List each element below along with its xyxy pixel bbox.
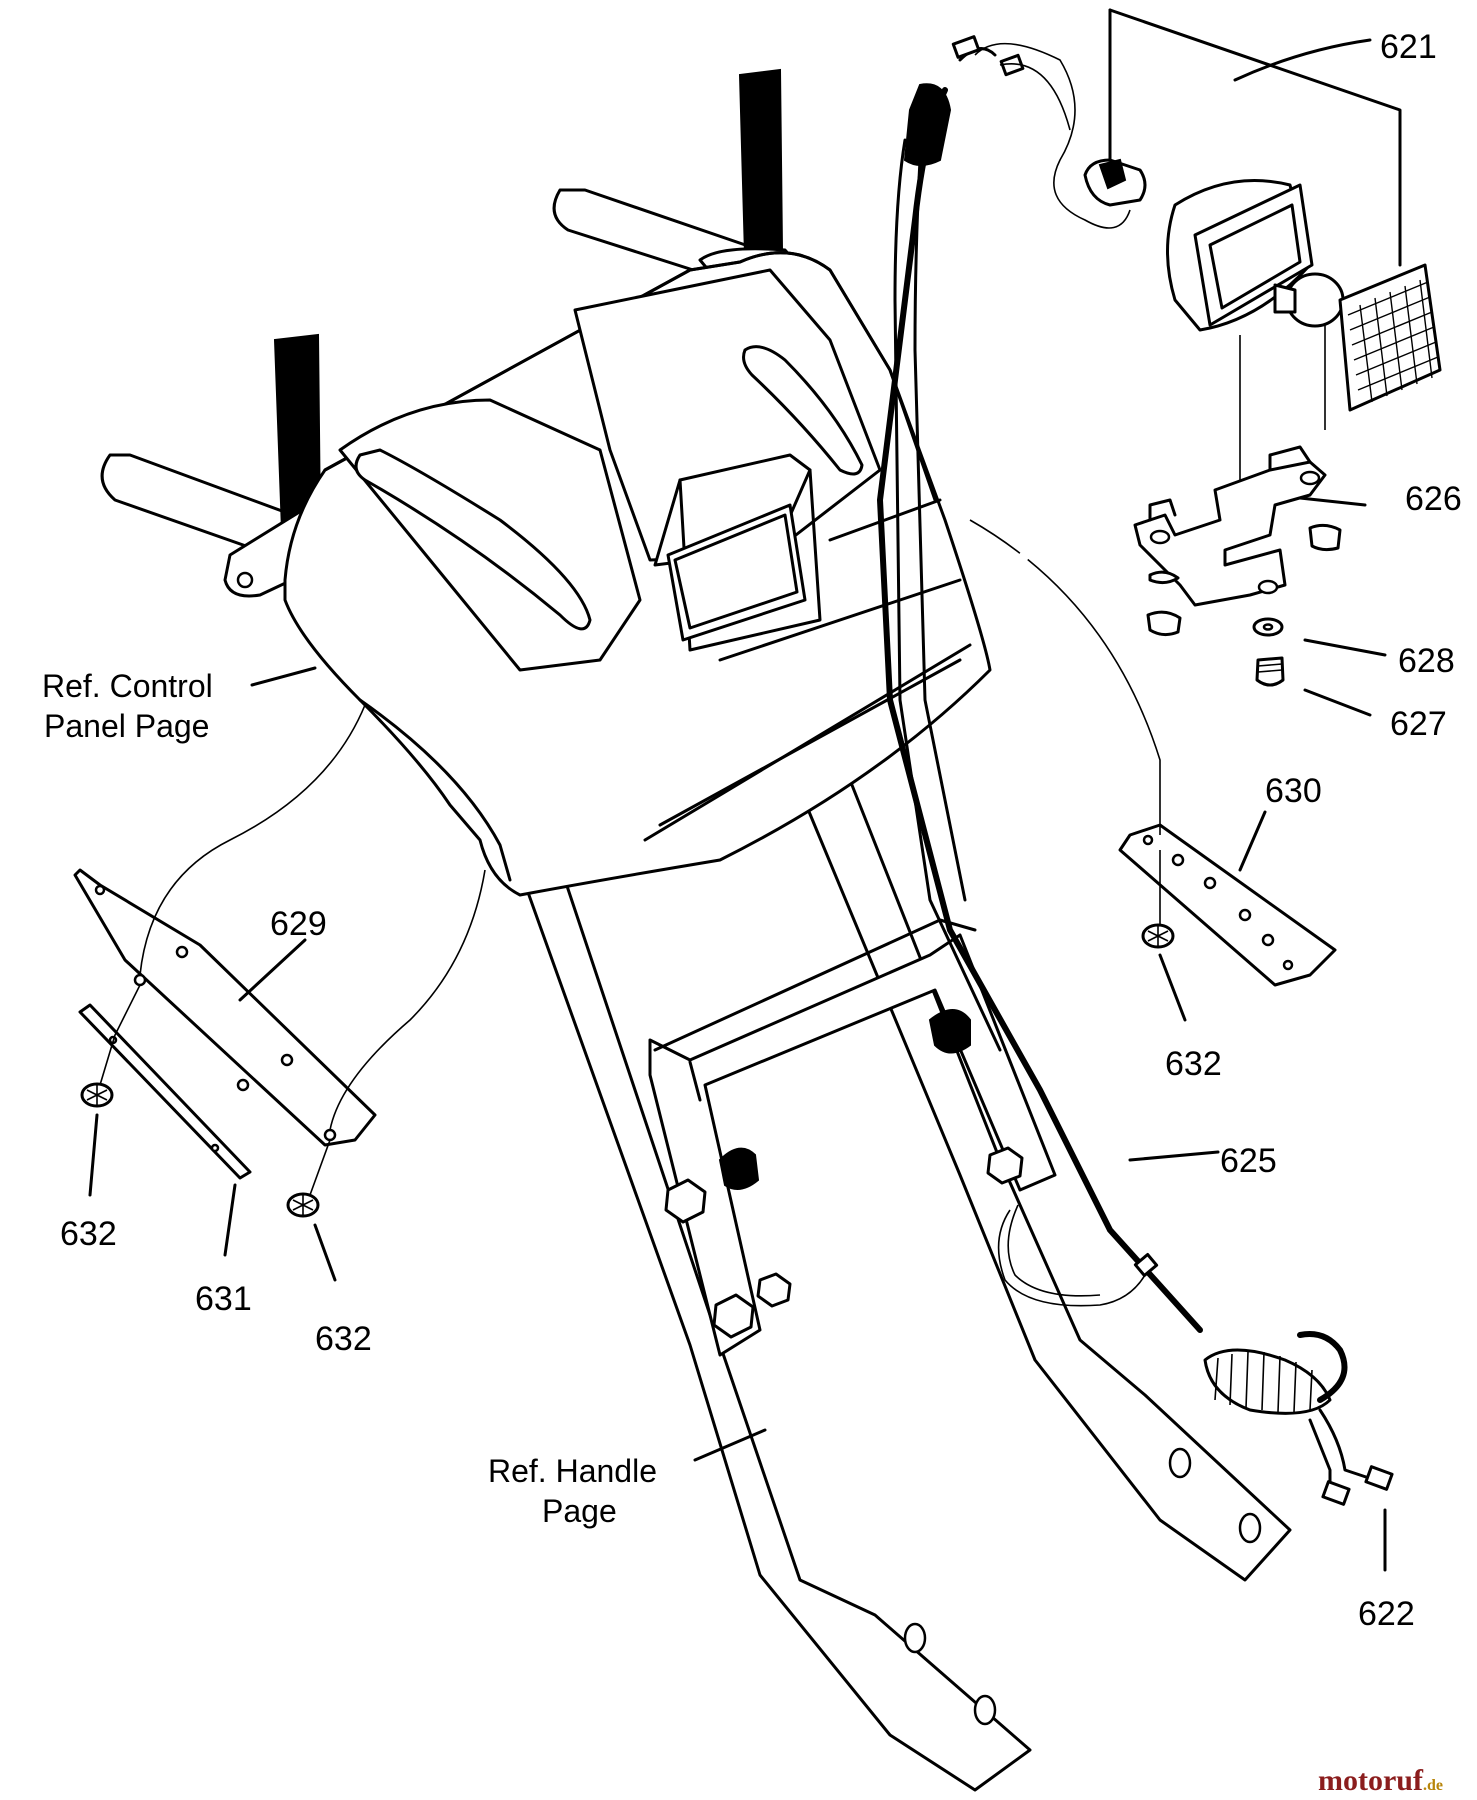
callout-630: 630 (1265, 772, 1322, 810)
callout-632-left: 632 (60, 1215, 117, 1253)
callout-622: 622 (1358, 1595, 1415, 1633)
light-bracket (1133, 445, 1342, 687)
callout-632-bottom: 632 (315, 1320, 372, 1358)
bolt-set (664, 1146, 1024, 1339)
headlight-assembly (1083, 8, 1442, 485)
callout-629: 629 (270, 905, 327, 943)
push-nuts-632 (80, 923, 1175, 1218)
ref-handle-line1: Ref. Handle (488, 1453, 657, 1489)
watermark-logo: motoruf.de (1318, 1764, 1443, 1797)
control-panel-housing (283, 251, 992, 897)
left-plate-629 (73, 868, 377, 1180)
frame-knob (718, 1009, 971, 1190)
watermark-brand: motoruf (1318, 1764, 1424, 1797)
callout-631: 631 (195, 1280, 252, 1318)
ref-handle-line2: Page (542, 1493, 617, 1529)
callout-627: 627 (1390, 705, 1447, 743)
right-plate-630 (1118, 823, 1337, 987)
svg-text:motoruf.de: motoruf.de (1318, 1764, 1443, 1797)
watermark-tld: .de (1423, 1777, 1443, 1794)
ref-control-panel-line2: Panel Page (44, 708, 209, 744)
leader-lines (88, 496, 1387, 1572)
callout-621: 621 (1380, 28, 1437, 66)
callout-626: 626 (1405, 480, 1462, 518)
callout-632-right: 632 (1165, 1045, 1222, 1083)
ref-control-panel-line1: Ref. Control (42, 668, 213, 704)
callout-labels: 621 626 628 627 630 629 632 625 632 631 … (60, 28, 1462, 1633)
assembly-guide-lines (99, 519, 1161, 1196)
reference-notes: Ref. Control Panel Page Ref. Handle Page (42, 668, 657, 1529)
callout-625: 625 (1220, 1142, 1277, 1180)
wiring-harness (877, 35, 1394, 1506)
handle-frame (518, 778, 1292, 1792)
callout-628: 628 (1398, 642, 1455, 680)
